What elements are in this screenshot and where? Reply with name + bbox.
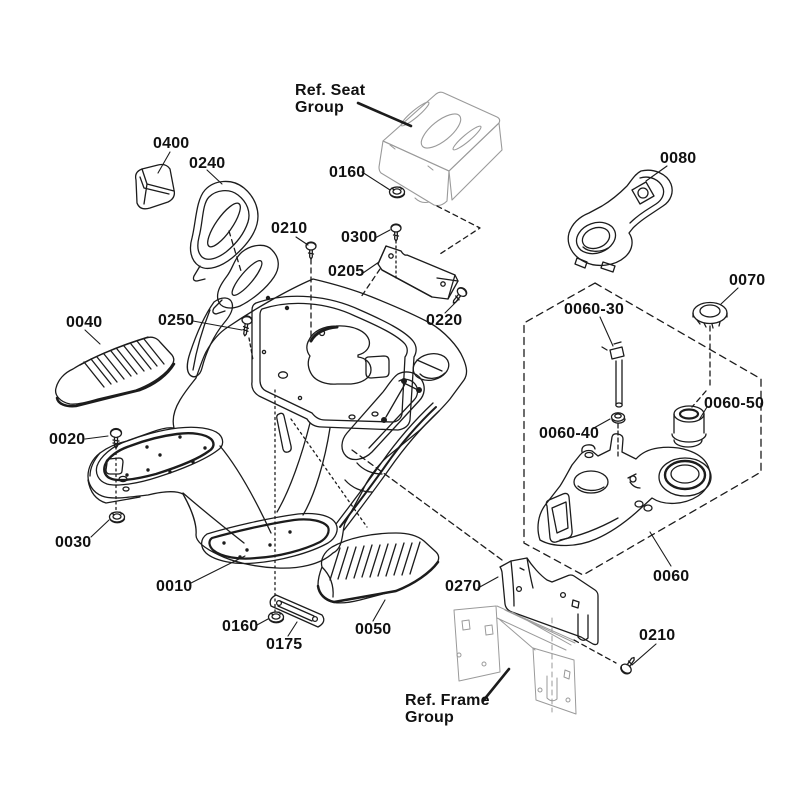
seat-deck-inner: [260, 303, 407, 422]
deck-bolt-link: [386, 384, 416, 417]
fender-body-0010: [88, 279, 467, 568]
part-label-0160-bottom: 0160: [222, 618, 259, 635]
fender-hole-small-a: [119, 476, 127, 481]
deck-hole-c: [349, 415, 355, 419]
deck-hole-b: [320, 331, 325, 336]
fuel-tank-group-boundary: [524, 283, 761, 575]
part-label-0210-top: 0210: [271, 220, 308, 237]
foot-pad-0040: [56, 337, 174, 406]
part-label-0060: 0060: [653, 568, 690, 585]
backrest-pad-0240: [190, 181, 257, 281]
ref-frame-group-line1: Ref. Frame: [405, 692, 490, 709]
part-label-0270: 0270: [445, 578, 482, 595]
part-label-0210-bottom: 0210: [639, 627, 676, 644]
part-label-0250: 0250: [158, 312, 195, 329]
part-label-0175: 0175: [266, 636, 303, 653]
front-footrest-holes: [222, 530, 292, 559]
front-face-curve-c: [345, 463, 382, 492]
frame-group-arrow: [483, 669, 509, 701]
leader-lines: [85, 152, 738, 665]
seat-opening: [307, 326, 371, 384]
fender-cup-recess: [410, 350, 451, 384]
ref-seat-group-label: Ref. Seat Group: [295, 82, 365, 116]
front-footrest-rim-outer: [202, 513, 338, 563]
valley-curve-b: [183, 493, 244, 543]
part-label-0220: 0220: [426, 312, 463, 329]
right-trim-band-1: [336, 403, 433, 524]
pad-0040-ribs: [84, 339, 164, 387]
fender-outline: [88, 279, 467, 568]
right-trim-band-3: [344, 411, 439, 530]
ref-frame-group-label: Ref. Frame Group: [405, 692, 490, 726]
screw-0250: [240, 315, 253, 336]
part-label-0205: 0205: [328, 263, 365, 280]
front-footrest-rim-inner: [209, 519, 328, 558]
part-label-0060-30: 0060-30: [564, 301, 625, 318]
armrest-cap-0400: [136, 165, 175, 209]
part-label-0080: 0080: [660, 150, 697, 167]
foot-pad-0050: [318, 533, 439, 603]
part-label-0060-50: 0060-50: [704, 395, 765, 412]
ref-seat-group-line2: Group: [295, 99, 344, 116]
ref-seat-group-line1: Ref. Seat: [295, 82, 366, 99]
fender-hole-small-b: [123, 487, 129, 491]
screw-0220: [449, 286, 468, 306]
deck-hole-e: [262, 350, 265, 353]
part-label-0160-top: 0160: [329, 164, 366, 181]
nut-0030: [110, 512, 125, 523]
reference-arrows: [358, 103, 509, 701]
part-label-0040: 0040: [66, 314, 103, 331]
deck-front-slot: [277, 413, 291, 452]
nut-0060-40: [612, 413, 626, 423]
nut-0160-top: [390, 187, 405, 198]
pad-0050-ribs: [330, 542, 420, 580]
fuel-tank-0060: [538, 434, 711, 546]
frame-group-reference: [454, 606, 576, 714]
front-face-curve-a: [277, 423, 310, 512]
fuel-cap-0070: [693, 303, 727, 329]
seat-opening-hook: [311, 327, 337, 341]
alignment-lines: [116, 206, 710, 663]
right-support-ridge: [342, 372, 424, 460]
part-label-0010: 0010: [156, 578, 193, 595]
left-footrest-rim-outer: [96, 427, 222, 485]
part-label-0400: 0400: [153, 135, 190, 152]
filler-neck-0060-50: [672, 406, 706, 447]
left-support-strip: [187, 298, 232, 377]
screw-0020: [111, 429, 122, 449]
part-label-0030: 0030: [55, 534, 92, 551]
part-label-0070: 0070: [729, 272, 766, 289]
strap-plate-0175: [270, 595, 324, 627]
part-label-0240: 0240: [189, 155, 226, 172]
seat-opening-tab: [365, 356, 389, 378]
part-label-0300: 0300: [341, 229, 378, 246]
left-skirt: [88, 453, 140, 503]
screw-0210-bottom: [619, 654, 639, 675]
deck-hole-a: [279, 372, 288, 378]
console-cupholder-0080: [568, 170, 672, 272]
support-bracket-0270: [500, 558, 598, 645]
left-footrest-hole: [106, 458, 123, 474]
screw-0300: [391, 224, 401, 241]
nut-0160-bottom: [269, 612, 284, 623]
deck-bolts: [265, 295, 422, 423]
deck-hole-d: [372, 412, 378, 416]
fuel-line-0060-30: [602, 342, 624, 407]
bracket-plate-0205: [378, 246, 458, 299]
part-label-0050: 0050: [355, 621, 392, 638]
left-footrest-holes: [125, 435, 207, 477]
ref-frame-group-line2: Group: [405, 709, 454, 726]
part-label-0060-40: 0060-40: [539, 425, 600, 442]
backrest-pad-rear: [213, 245, 278, 314]
part-label-0020: 0020: [49, 431, 86, 448]
seat-group-arrow: [358, 103, 411, 126]
deck-hole-f: [298, 396, 301, 399]
seat-deck-outline: [252, 296, 416, 430]
front-face-curve-b: [303, 428, 330, 515]
left-footrest-rim-inner: [104, 433, 213, 480]
seat-bracket-reference: [379, 92, 502, 205]
